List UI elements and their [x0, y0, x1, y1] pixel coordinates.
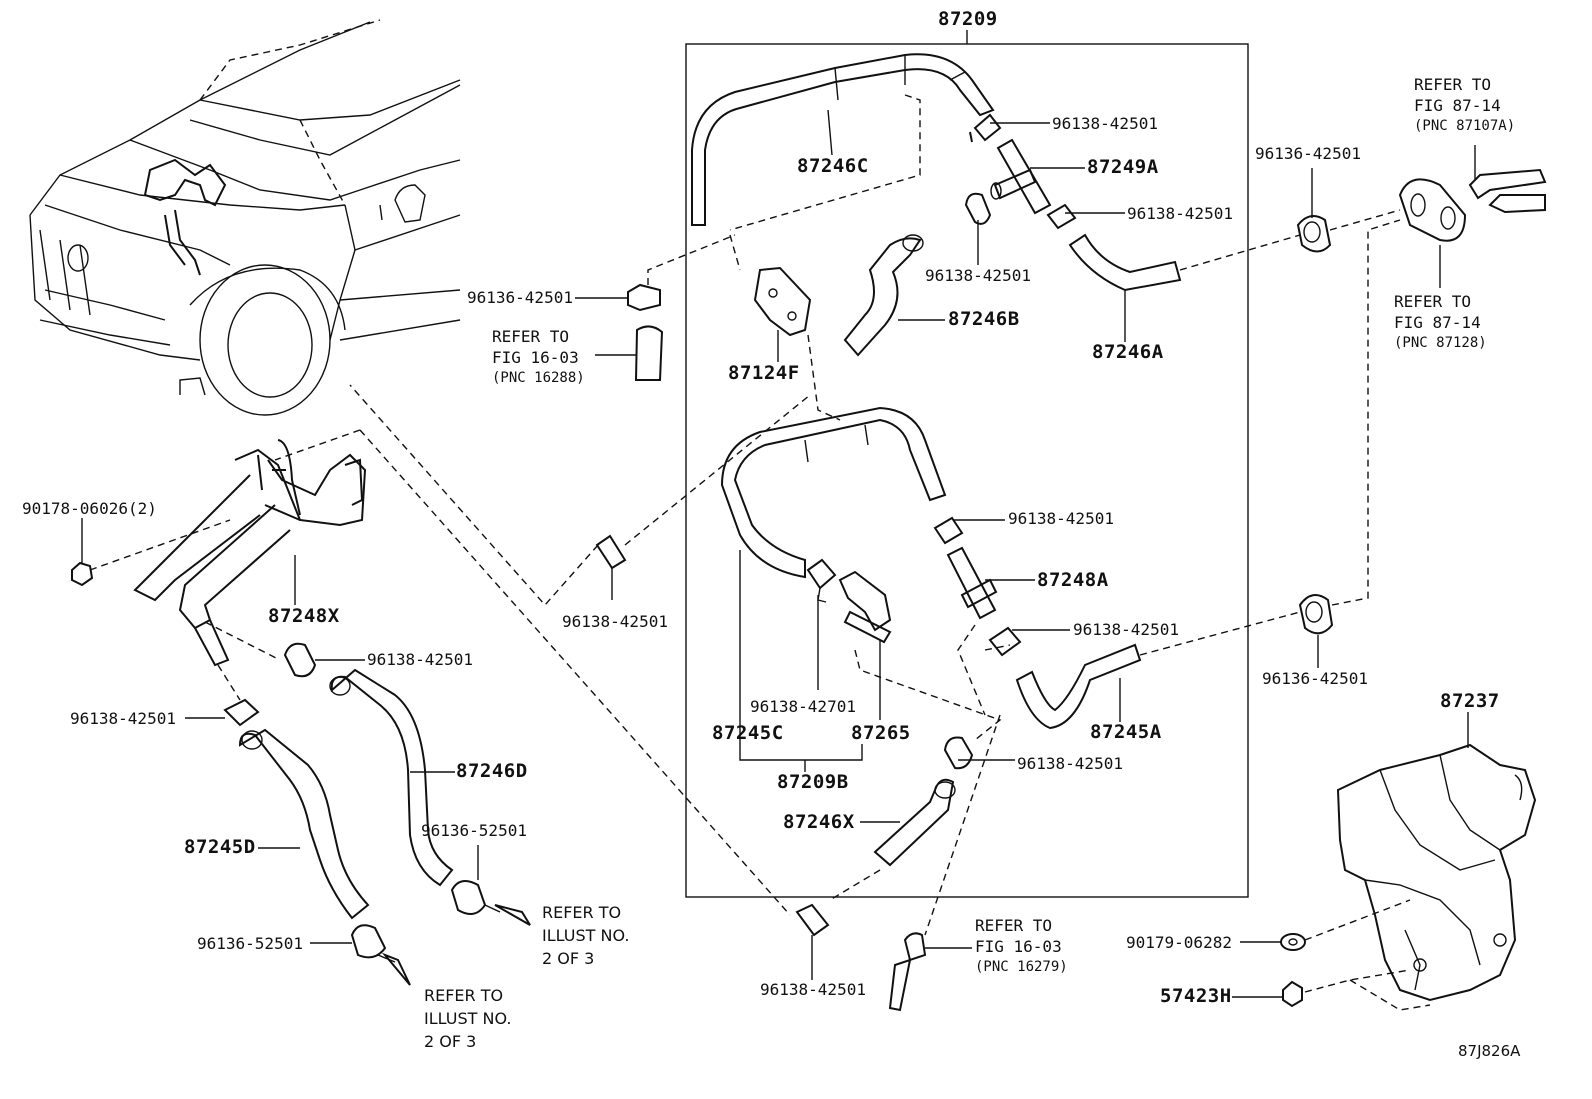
assembly-87209-box [685, 43, 1249, 898]
ref-fig-87-14-mid: REFER TO FIG 87-14 (PNC 87128) [1394, 292, 1487, 351]
label-87209: 87209 [938, 8, 998, 30]
hose-87246D [329, 668, 454, 887]
label-87249A: 87249A [1087, 156, 1159, 178]
ref-illust-2-of-3-b: REFER TO ILLUST NO. 2 OF 3 [424, 986, 512, 1051]
label-87246A: 87246A [1092, 341, 1164, 363]
gasket-flange [1398, 178, 1467, 242]
label-87246B: 87246B [948, 308, 1020, 330]
label-87124F: 87124F [728, 362, 800, 384]
ref-fig-16-03-bottom: REFER TO FIG 16-03 (PNC 16279) [975, 916, 1068, 975]
label-87245C: 87245C [712, 722, 784, 744]
hose-87246A [1068, 233, 1182, 292]
label-90179: 90179-06282 [1126, 933, 1232, 952]
label-57423H: 57423H [1160, 985, 1232, 1007]
bracket-87124F [753, 266, 812, 337]
label-96136-b: 96136-42501 [1255, 144, 1361, 163]
label-96138-d: 96138-42501 [367, 650, 473, 669]
vehicle-outline [29, 19, 461, 416]
label-96136-c: 96136-42501 [1262, 669, 1368, 688]
label-96138-a: 96138-42501 [1052, 114, 1158, 133]
label-87245D: 87245D [184, 836, 256, 858]
heater-pipe-87248X [133, 439, 367, 667]
heat-shield-87237 [1336, 743, 1537, 1002]
label-96138-f: 96138-42501 [562, 612, 668, 631]
label-87246X: 87246X [783, 811, 855, 833]
label-96138-c: 96138-42501 [925, 266, 1031, 285]
label-87265: 87265 [851, 722, 911, 744]
hose-87246X [873, 778, 956, 867]
label-96138-j: 96138-42501 [760, 980, 866, 999]
label-87246C: 87246C [797, 155, 869, 177]
hose-87245A [1015, 643, 1142, 730]
label-87237: 87237 [1440, 690, 1500, 712]
figure-id: 87J826A [1458, 1042, 1521, 1060]
hose-87245D [238, 728, 370, 920]
label-96138-g: 96138-42501 [1008, 509, 1114, 528]
label-96136-52501-b: 96136-52501 [197, 934, 303, 953]
ref-fig-16-03-top: REFER TO FIG 16-03 (PNC 16288) [492, 327, 585, 386]
elbow-87265 [838, 570, 892, 644]
joint-87249A [990, 138, 1052, 215]
label-87248X: 87248X [268, 605, 340, 627]
label-87246D: 87246D [456, 760, 528, 782]
hose-87246C [691, 53, 995, 226]
joint-87248A [946, 546, 998, 620]
label-87248A: 87248A [1037, 569, 1109, 591]
label-96138-h: 96138-42501 [1073, 620, 1179, 639]
label-96138-e: 96138-42501 [70, 709, 176, 728]
label-90178: 90178-06026(2) [22, 499, 157, 518]
ref-fig-87-14-top: REFER TO FIG 87-14 (PNC 87107A) [1414, 75, 1516, 134]
label-96136-a: 96136-42501 [467, 288, 573, 307]
ref-illust-2-of-3-a: REFER TO ILLUST NO. 2 OF 3 [542, 903, 630, 968]
hose-87245C [720, 406, 947, 579]
label-87209B: 87209B [777, 771, 849, 793]
label-96138-b: 96138-42501 [1127, 204, 1233, 223]
label-96138-42701: 96138-42701 [750, 697, 856, 716]
label-96136-52501-a: 96136-52501 [421, 821, 527, 840]
label-87245A: 87245A [1090, 721, 1162, 743]
label-96138-i: 96138-42501 [1017, 754, 1123, 773]
hose-87246B [843, 234, 924, 357]
